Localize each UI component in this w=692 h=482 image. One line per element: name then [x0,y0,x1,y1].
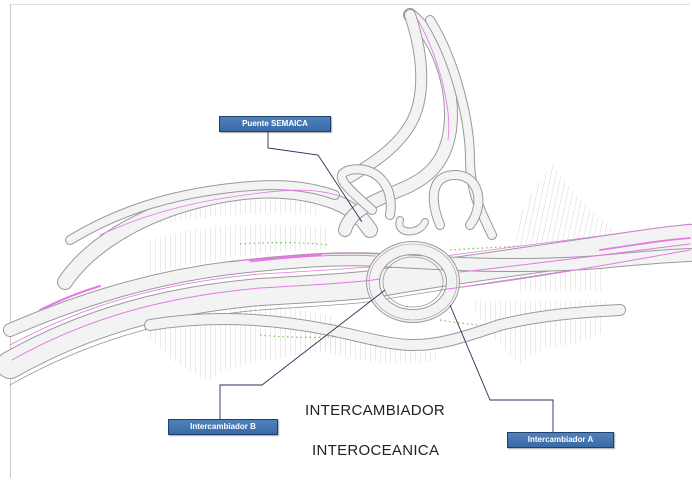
upper-left-ramp [57,180,378,290]
intercambiador-a-label: Intercambiador A [507,432,614,448]
leader-puente-semaica [267,130,363,223]
roundabout [366,241,460,323]
loop-ramps [336,164,484,236]
diagram-title-line1: INTERCAMBIADOR [305,402,446,419]
intercambiador-b-label: Intercambiador B [168,419,278,435]
lower-service-road [144,304,626,352]
drawing-frame [10,4,690,478]
road-network [0,8,692,386]
leader-intercambiador-a [449,304,554,432]
design-alignments [11,237,691,361]
puente-semaica-label: Puente SEMAICA [219,116,331,132]
leader-lines [219,130,554,432]
leader-intercambiador-b [219,289,386,420]
diagram-title-line2: INTEROCEANICA [312,442,440,459]
